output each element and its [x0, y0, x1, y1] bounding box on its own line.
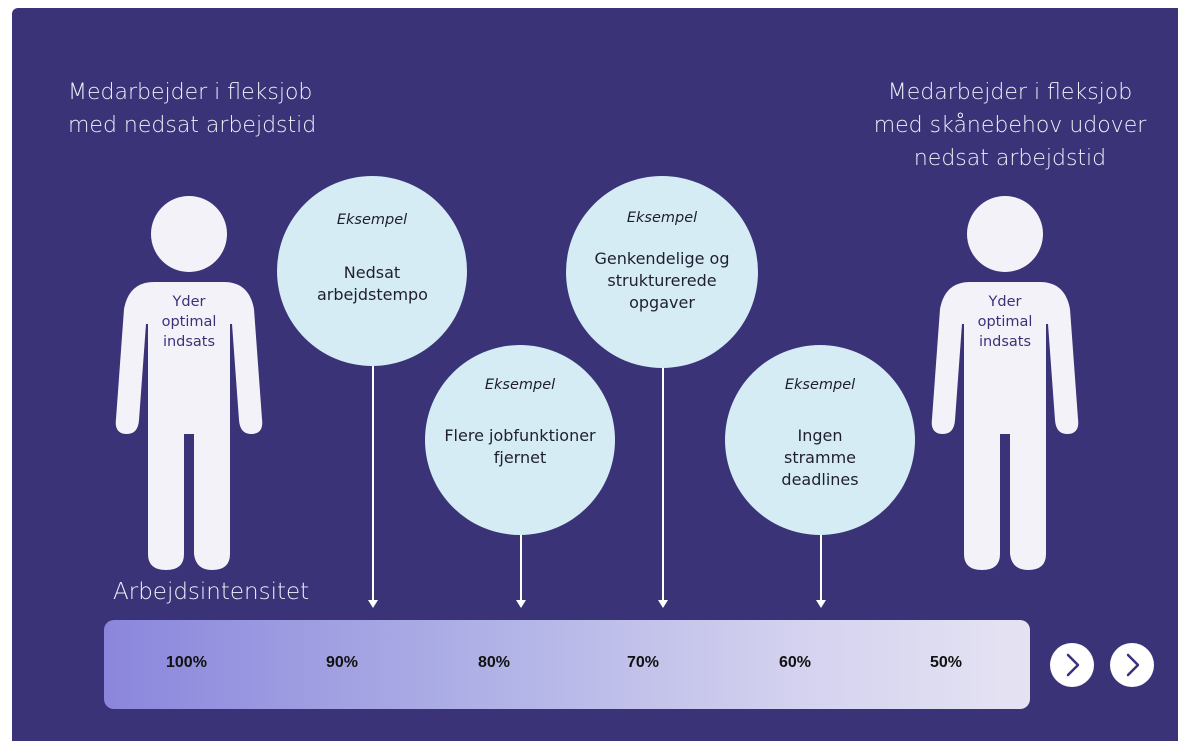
arrow-to-60	[816, 532, 826, 608]
chevron-right-icon	[1066, 653, 1080, 677]
next-button-1[interactable]	[1050, 643, 1094, 687]
arrow-to-70	[658, 366, 668, 608]
example-text: Genkendelige og strukturerede opgaver	[594, 249, 730, 312]
example-text: Flere jobfunktioner fjernet	[444, 426, 596, 467]
arrow-to-80	[516, 532, 526, 608]
person-right-label: Yder optimal indsats	[977, 294, 1033, 350]
example-bubble-4: Eksempel Ingen stramme deadlines	[725, 345, 915, 535]
example-label: Eksempel	[626, 210, 698, 226]
example-bubble-1: Eksempel Nedsat arbejdstempo	[277, 176, 467, 366]
scale-value-50: 50%	[930, 654, 963, 671]
example-label: Eksempel	[336, 212, 408, 228]
person-right-icon	[930, 194, 1080, 570]
example-text: Ingen stramme deadlines	[781, 426, 859, 489]
arrow-to-90	[368, 366, 378, 608]
left-heading: Medarbejder i fleksjob med nedsat arbejd…	[68, 80, 317, 138]
scale-value-60: 60%	[779, 654, 812, 671]
example-bubble-3: Eksempel Genkendelige og strukturerede o…	[566, 176, 758, 368]
person-left-label: Yder optimal indsats	[161, 294, 217, 350]
example-label: Eksempel	[484, 377, 556, 393]
scale-value-90: 90%	[326, 654, 359, 671]
scale-value-70: 70%	[627, 654, 660, 671]
example-text: Nedsat arbejdstempo	[317, 263, 428, 304]
person-left-icon	[114, 194, 264, 570]
next-button-2[interactable]	[1110, 643, 1154, 687]
chevron-right-icon	[1126, 653, 1140, 677]
example-label: Eksempel	[784, 377, 856, 393]
scale-value-100: 100%	[166, 654, 207, 671]
example-bubble-2: Eksempel Flere jobfunktioner fjernet	[425, 345, 615, 535]
scale-value-80: 80%	[478, 654, 511, 671]
intensity-bar	[104, 620, 1030, 709]
right-heading: Medarbejder i fleksjob med skånebehov ud…	[873, 80, 1147, 171]
scale-title: Arbejdsintensitet	[113, 579, 310, 605]
